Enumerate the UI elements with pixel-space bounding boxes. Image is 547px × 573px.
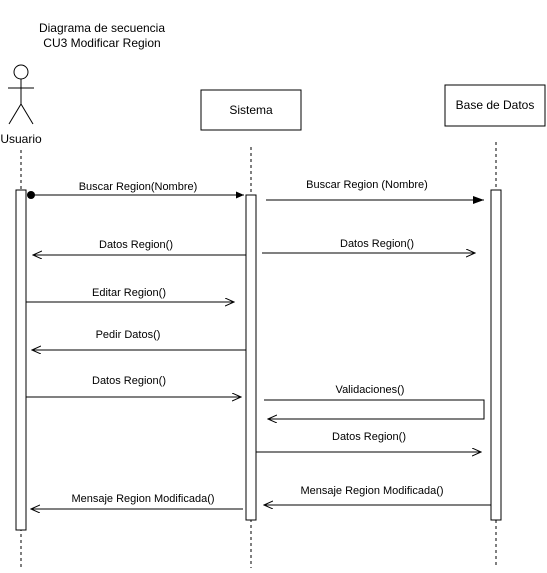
- message-label: Buscar Region(Nombre): [79, 181, 198, 193]
- message-label: Validaciones(): [336, 384, 405, 396]
- self-call-arrow: [264, 399, 485, 419]
- message-label: Datos Region(): [99, 239, 173, 251]
- participant-label-database: Base de Datos: [456, 98, 535, 112]
- actor-label: Usuario: [0, 132, 42, 146]
- actor-icon: [8, 64, 34, 125]
- message-label: Datos Region(): [332, 431, 406, 443]
- activation-bar-system: [245, 194, 257, 521]
- message-label: Mensaje Region Modificada(): [71, 493, 214, 505]
- message-label: Datos Region(): [92, 375, 166, 387]
- message-label: Pedir Datos(): [96, 329, 161, 341]
- diagram-title-line1: Diagrama de secuencia: [39, 21, 165, 35]
- message-label: Editar Region(): [92, 287, 166, 299]
- participant-box-database: [444, 84, 546, 127]
- message-label: Mensaje Region Modificada(): [300, 485, 443, 497]
- message-label: Datos Region(): [340, 238, 414, 250]
- activation-bar-actor: [15, 189, 27, 531]
- diagram-title-line2: CU3 Modificar Region: [43, 36, 160, 50]
- participant-label-system: Sistema: [229, 103, 273, 117]
- activation-bar-database: [490, 189, 502, 521]
- message-label: Buscar Region (Nombre): [306, 179, 428, 191]
- participant-box-system: [200, 89, 302, 131]
